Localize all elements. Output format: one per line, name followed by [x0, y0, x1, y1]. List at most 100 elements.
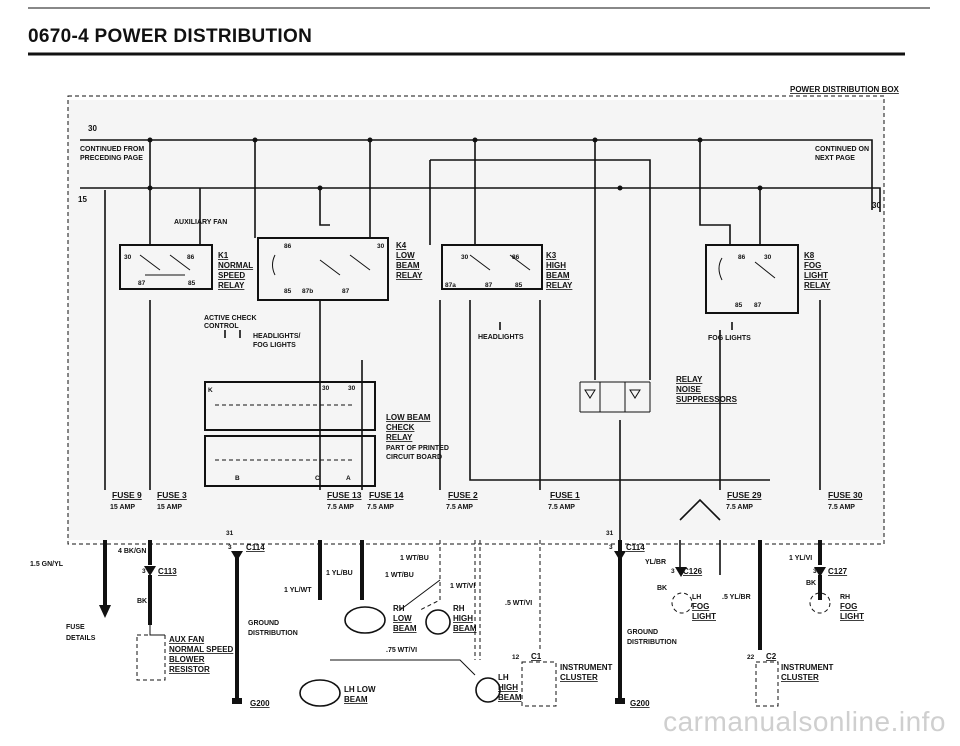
bus-30-label: 30 [88, 124, 97, 133]
svg-text:1 WT/VI: 1 WT/VI [450, 583, 475, 590]
svg-text:BLOWER: BLOWER [169, 655, 205, 664]
active-check-1: ACTIVE CHECK [204, 315, 257, 322]
svg-text:1 YL/WT: 1 YL/WT [284, 587, 312, 594]
svg-text:87: 87 [138, 280, 146, 287]
external-wiring [99, 498, 822, 704]
svg-text:3: 3 [671, 568, 675, 575]
continued-on-2: NEXT PAGE [815, 155, 855, 162]
svg-text:.75 WT/VI: .75 WT/VI [386, 647, 417, 654]
svg-text:C: C [315, 475, 320, 482]
svg-text:30: 30 [764, 254, 772, 261]
svg-text:3: 3 [142, 568, 146, 575]
continued-from-1: CONTINUED FROM [80, 146, 144, 153]
svg-text:LH: LH [692, 594, 701, 601]
svg-text:PART OF PRINTED: PART OF PRINTED [386, 445, 449, 452]
svg-text:7.5 AMP: 7.5 AMP [446, 504, 473, 511]
svg-text:1 WT/BU: 1 WT/BU [385, 572, 414, 579]
svg-text:7.5 AMP: 7.5 AMP [327, 504, 354, 511]
fuse-verticals [104, 190, 821, 540]
svg-text:RELAY: RELAY [676, 375, 703, 384]
connector-c114b: C114 [626, 543, 645, 552]
svg-text:RH: RH [453, 604, 465, 613]
svg-text:87: 87 [754, 302, 762, 309]
svg-text:86: 86 [738, 254, 746, 261]
svg-text:30: 30 [124, 254, 132, 261]
svg-text:INSTRUMENT: INSTRUMENT [560, 663, 613, 672]
headlights-fog-2: FOG LIGHTS [253, 342, 296, 349]
svg-text:BK: BK [806, 580, 816, 587]
svg-text:87: 87 [342, 288, 350, 295]
svg-text:85: 85 [188, 280, 196, 287]
svg-text:HIGH: HIGH [453, 614, 473, 623]
svg-text:85: 85 [515, 282, 523, 289]
continued-from-2: PRECEDING PAGE [80, 155, 143, 162]
fuse-6: FUSE 29 [727, 490, 762, 500]
svg-text:NORMAL: NORMAL [218, 261, 253, 270]
svg-text:1.5 GN/YL: 1.5 GN/YL [30, 561, 64, 568]
svg-text:CIRCUIT BOARD: CIRCUIT BOARD [386, 454, 442, 461]
svg-text:HIGH: HIGH [498, 683, 518, 692]
connector-c126: C126 [683, 567, 703, 576]
fog-lights-label: FOG LIGHTS [708, 335, 751, 342]
svg-text:BEAM: BEAM [453, 624, 477, 633]
relay-noise-suppressors: RELAY NOISE SUPPRESSORS [579, 375, 738, 413]
box-title: POWER DISTRIBUTION BOX [790, 85, 900, 94]
connector-c113: C113 [158, 567, 177, 576]
svg-text:LOW: LOW [396, 251, 415, 260]
svg-text:86: 86 [284, 243, 292, 250]
connector-c127: C127 [828, 567, 848, 576]
relay-k3: 30 86 87a 87 85 K3 HIGH BEAM RELAY [441, 244, 573, 290]
connector-c2: C2 [766, 652, 777, 661]
svg-text:1 WT/BU: 1 WT/BU [400, 555, 429, 562]
svg-text:86: 86 [187, 254, 195, 261]
svg-text:LIGHT: LIGHT [692, 612, 716, 621]
svg-text:30: 30 [377, 243, 385, 250]
svg-text:RELAY: RELAY [546, 281, 573, 290]
svg-text:4 BK/GN: 4 BK/GN [118, 548, 146, 555]
active-check-2: CONTROL [204, 323, 239, 330]
svg-text:LOW: LOW [393, 614, 412, 623]
svg-text:30: 30 [348, 385, 356, 392]
svg-text:HIGH: HIGH [546, 261, 566, 270]
svg-text:DETAILS: DETAILS [66, 635, 96, 642]
fuse-row: FUSE 9 15 AMP FUSE 3 15 AMP FUSE 13 7.5 … [110, 490, 863, 511]
svg-text:GROUND: GROUND [627, 629, 658, 636]
svg-text:31: 31 [226, 530, 234, 537]
headlights-fog-1: HEADLIGHTS/ [253, 333, 301, 340]
svg-text:CLUSTER: CLUSTER [560, 673, 598, 682]
svg-text:85: 85 [735, 302, 743, 309]
svg-text:RH: RH [840, 594, 850, 601]
svg-text:BEAM: BEAM [396, 261, 420, 270]
svg-text:3: 3 [609, 544, 613, 551]
svg-text:7.5 AMP: 7.5 AMP [548, 504, 575, 511]
svg-text:87: 87 [485, 282, 493, 289]
watermark: carmanualsonline.info [663, 706, 946, 737]
svg-text:BK: BK [137, 598, 147, 605]
relay-k8: 86 30 85 87 K8 FOG LIGHT RELAY [705, 244, 831, 314]
fuse-0: FUSE 9 [112, 490, 142, 500]
svg-text:CLUSTER: CLUSTER [781, 673, 819, 682]
wire-labels: 1.5 GN/YL 4 BK/GN BK 1 YL/WT 1 YL/BU 1 W… [30, 548, 816, 654]
svg-text:FOG: FOG [840, 602, 857, 611]
svg-text:GROUND: GROUND [248, 620, 279, 627]
svg-text:15 AMP: 15 AMP [110, 504, 135, 511]
svg-text:.5 YL/BR: .5 YL/BR [722, 594, 751, 601]
svg-text:12: 12 [512, 654, 520, 661]
svg-text:AUX FAN: AUX FAN [169, 635, 204, 644]
svg-text:1 YL/BU: 1 YL/BU [326, 570, 353, 577]
bus-lines: 30 15 30 CONTINUED FROM PRECEDING PAGE C… [78, 124, 881, 380]
svg-text:3: 3 [228, 544, 232, 551]
svg-text:RELAY: RELAY [386, 433, 413, 442]
connectors: 3 C113 31 3 C114 31 3 C114 3 C126 3 C127… [142, 530, 848, 708]
svg-text:NOISE: NOISE [676, 385, 702, 394]
ground-g200a: G200 [250, 699, 270, 708]
svg-text:K: K [208, 387, 213, 394]
svg-text:15 AMP: 15 AMP [157, 504, 182, 511]
fuse-4: FUSE 2 [448, 490, 478, 500]
svg-text:SPEED: SPEED [218, 271, 245, 280]
svg-text:3: 3 [813, 568, 817, 575]
low-beam-check-relay: K 30 30 B C A LOW BEAM CHECK RELAY PART … [204, 381, 449, 487]
svg-text:86: 86 [512, 254, 520, 261]
svg-text:NORMAL SPEED: NORMAL SPEED [169, 645, 234, 654]
